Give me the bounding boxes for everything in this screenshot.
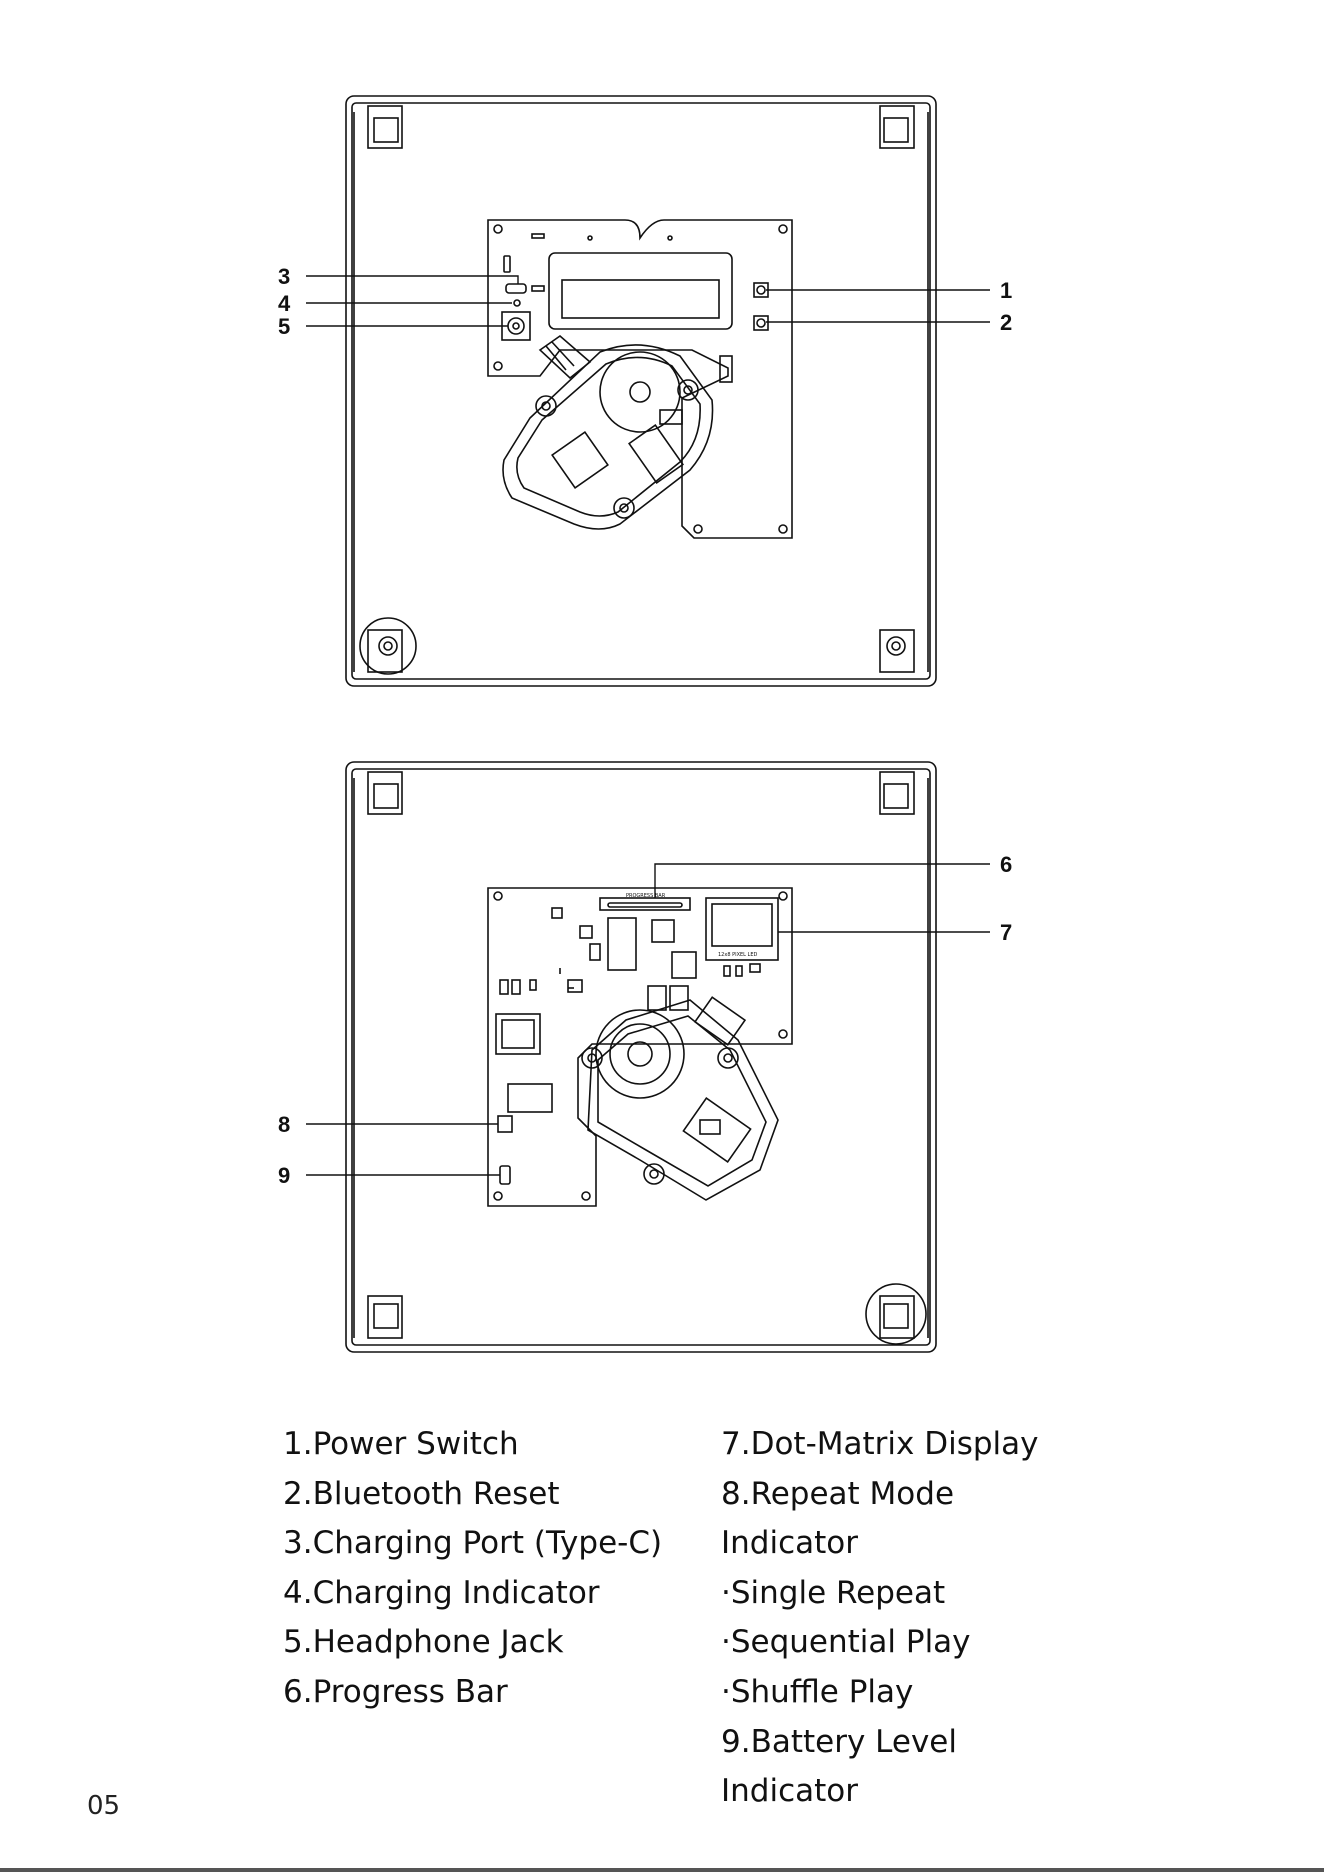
legend-item: 7.Dot-Matrix Display (721, 1420, 1221, 1470)
corner-foot (880, 772, 914, 814)
bottom-main-board: PROGRESS BAR 12x8 PIXEL LED (488, 888, 792, 1206)
legend-item: 5.Headphone Jack (283, 1618, 703, 1668)
legend-item: 9.Battery Level (721, 1718, 1221, 1768)
device-diagram: 1 2 3 4 5 PROGRESS BAR (0, 0, 1324, 1400)
top-view-housing (346, 96, 936, 686)
legend-item: 2.Bluetooth Reset (283, 1470, 703, 1520)
battery-led-icon (500, 1166, 510, 1184)
legend-item: Indicator (721, 1767, 1221, 1817)
legend-item: ·Single Repeat (721, 1569, 1221, 1619)
legend-item: 1.Power Switch (283, 1420, 703, 1470)
legend-item: 4.Charging Indicator (283, 1569, 703, 1619)
legend-item: Indicator (721, 1519, 1221, 1569)
callout-number-7: 7 (1000, 920, 1012, 945)
charging-led-icon (514, 300, 520, 306)
legend-item: ·Shuffle Play (721, 1668, 1221, 1718)
dot-matrix-display-icon (706, 898, 778, 960)
top-main-board (488, 220, 792, 538)
display-window (549, 253, 732, 329)
top-cd-mechanism (503, 336, 713, 529)
usb-c-port-icon (506, 284, 544, 293)
corner-foot (368, 772, 402, 814)
corner-foot (866, 1284, 926, 1344)
callout-number-2: 2 (1000, 310, 1012, 335)
bottom-view-housing (346, 762, 936, 1352)
corner-foot (368, 1296, 402, 1338)
corner-screw (880, 630, 914, 672)
bottom-rule (0, 1868, 1324, 1872)
callout-number-6: 6 (1000, 852, 1012, 877)
legend-item: 6.Progress Bar (283, 1668, 703, 1718)
callout-number-8: 8 (278, 1112, 290, 1137)
bluetooth-reset-icon (754, 316, 768, 330)
bottom-cd-mechanism (582, 997, 778, 1200)
corner-foot (880, 106, 914, 148)
legend-item: 8.Repeat Mode (721, 1470, 1221, 1520)
legend-item: 3.Charging Port (Type-C) (283, 1519, 703, 1569)
repeat-mode-led-icon (498, 1116, 512, 1132)
corner-screw (360, 618, 416, 674)
legend-item: ·Sequential Play (721, 1618, 1221, 1668)
legend-left-column: 1.Power Switch 2.Bluetooth Reset 3.Charg… (283, 1420, 703, 1718)
callout-number-3: 3 (278, 264, 290, 289)
callout-number-5: 5 (278, 314, 290, 339)
callout-number-9: 9 (278, 1163, 290, 1188)
led-matrix-label: 12x8 PIXEL LED (718, 952, 757, 958)
progress-bar-slot (600, 898, 690, 910)
callout-number-1: 1 (1000, 278, 1012, 303)
power-switch-icon (754, 283, 768, 297)
progress-bar-label: PROGRESS BAR (626, 893, 666, 899)
callout-number-4: 4 (278, 291, 291, 316)
legend-right-column: 7.Dot-Matrix Display 8.Repeat Mode Indic… (721, 1420, 1221, 1817)
page-number: 05 (87, 1791, 120, 1821)
corner-foot (368, 106, 402, 148)
